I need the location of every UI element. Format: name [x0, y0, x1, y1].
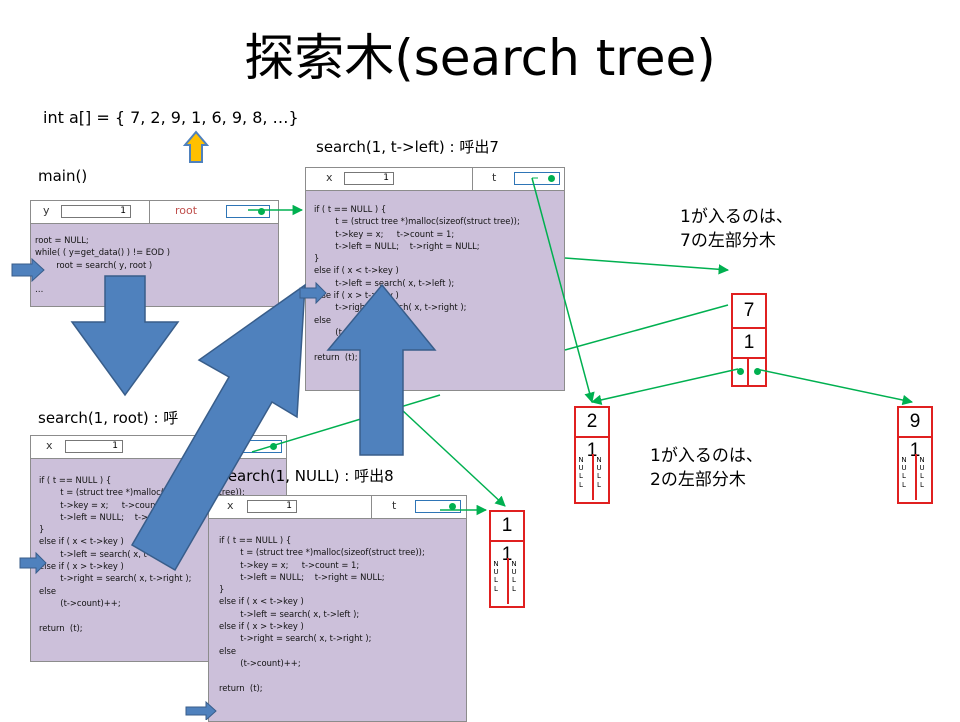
var-y-value: 1: [61, 205, 131, 218]
node-count: 1: [586, 440, 598, 461]
right-child-slot: [749, 359, 765, 385]
null-right: N U L L: [596, 456, 602, 489]
pointer-line-to-7: [564, 257, 730, 275]
node-divider: [507, 558, 509, 604]
up-arrow-icon: [182, 130, 210, 163]
pointer-line-frame-b: [251, 394, 441, 453]
null-right: N U L L: [919, 456, 925, 489]
main-label: main(): [38, 167, 88, 185]
pointer-dot: [754, 368, 761, 375]
node-divider: [592, 454, 594, 500]
null-left: N U L L: [578, 456, 584, 489]
var-root-name: root: [175, 204, 198, 217]
frame-search-t-left: x 1 t if ( t == NULL ) { t = (struct tre…: [305, 167, 565, 391]
right-arrow-icon: [185, 700, 217, 720]
var-x-value: 1: [247, 500, 297, 513]
call-label-3: search(1, NULL) : 呼出8: [220, 467, 394, 485]
note-left-of-2: 1が入るのは、 2の左部分木: [650, 446, 763, 490]
frame-c-code: if ( t == NULL ) { t = (struct tree *)ma…: [219, 535, 425, 693]
frame-a-header: x 1 t: [306, 168, 564, 191]
null-right: N U L L: [511, 560, 517, 593]
right-arrow-icon: [11, 257, 45, 283]
main-frame-header: y 1 root: [31, 201, 278, 224]
var-x-name: x: [326, 171, 333, 184]
note-left-of-7: 1が入るのは、 7の左部分木: [680, 207, 793, 251]
tree-node-7: 7 1: [731, 293, 767, 387]
tree-node-2: 2 1 N U L L N U L L: [574, 406, 610, 504]
main-frame: y 1 root root = NULL; while( ( y=get_dat…: [30, 200, 279, 307]
node-count: 1: [501, 544, 513, 565]
null-left: N U L L: [901, 456, 907, 489]
pointer-line-to-1: [386, 395, 506, 507]
frame-c-header: x 1 t: [209, 496, 466, 519]
pointer-line-7-right: [755, 368, 914, 406]
pointer-dot: [737, 368, 744, 375]
node-count: 1: [733, 329, 765, 359]
pointer-dot: [548, 175, 555, 182]
call-label-1: search(1, t->left) : 呼出7: [316, 138, 499, 156]
pointer-line-frame-a: [564, 304, 729, 351]
var-t-name: t: [392, 499, 397, 512]
right-arrow-icon: [299, 281, 327, 305]
tree-node-1-new: 1 1 N U L L N U L L: [489, 510, 525, 608]
diagonal-up-arrow-icon: [130, 283, 306, 572]
call-label-2: search(1, root) : 呼: [38, 409, 179, 427]
null-left: N U L L: [493, 560, 499, 593]
node-key: 7: [733, 295, 765, 329]
main-code: root = NULL; while( ( y=get_data() ) != …: [35, 235, 171, 295]
left-child-slot: [733, 359, 749, 385]
var-t-name: t: [492, 171, 497, 184]
header-divider: [149, 201, 150, 223]
var-y-name: y: [43, 204, 50, 217]
slide-title: 探索木(search tree): [244, 29, 716, 87]
node-key: 1: [491, 512, 523, 542]
right-arrow-icon: [19, 551, 47, 575]
header-divider: [472, 168, 473, 190]
array-declaration: int a[] = { 7, 2, 9, 1, 6, 9, 8, …}: [43, 108, 299, 127]
node-key: 2: [576, 408, 608, 438]
header-divider: [371, 496, 372, 518]
pointer-dot: [270, 443, 277, 450]
pointer-line-7-left: [590, 368, 739, 406]
root-pointer: [226, 205, 270, 218]
var-x-value: 1: [344, 172, 394, 185]
down-arrow-icon: [70, 275, 180, 397]
var-x-name: x: [46, 439, 53, 452]
vertical-up-arrow-icon: [326, 283, 437, 456]
var-x-value: 1: [65, 440, 123, 453]
pointer-dot: [258, 208, 265, 215]
node-count: 1: [909, 440, 921, 461]
node-children: [733, 359, 765, 385]
frame-search-null: x 1 t if ( t == NULL ) { t = (struct tre…: [208, 495, 467, 722]
node-key: 9: [899, 408, 931, 438]
pointer-dot: [449, 503, 456, 510]
node-divider: [915, 454, 917, 500]
var-x-name: x: [227, 499, 234, 512]
tree-node-9: 9 1 N U L L N U L L: [897, 406, 933, 504]
pointer-line-to-2: [531, 177, 595, 404]
